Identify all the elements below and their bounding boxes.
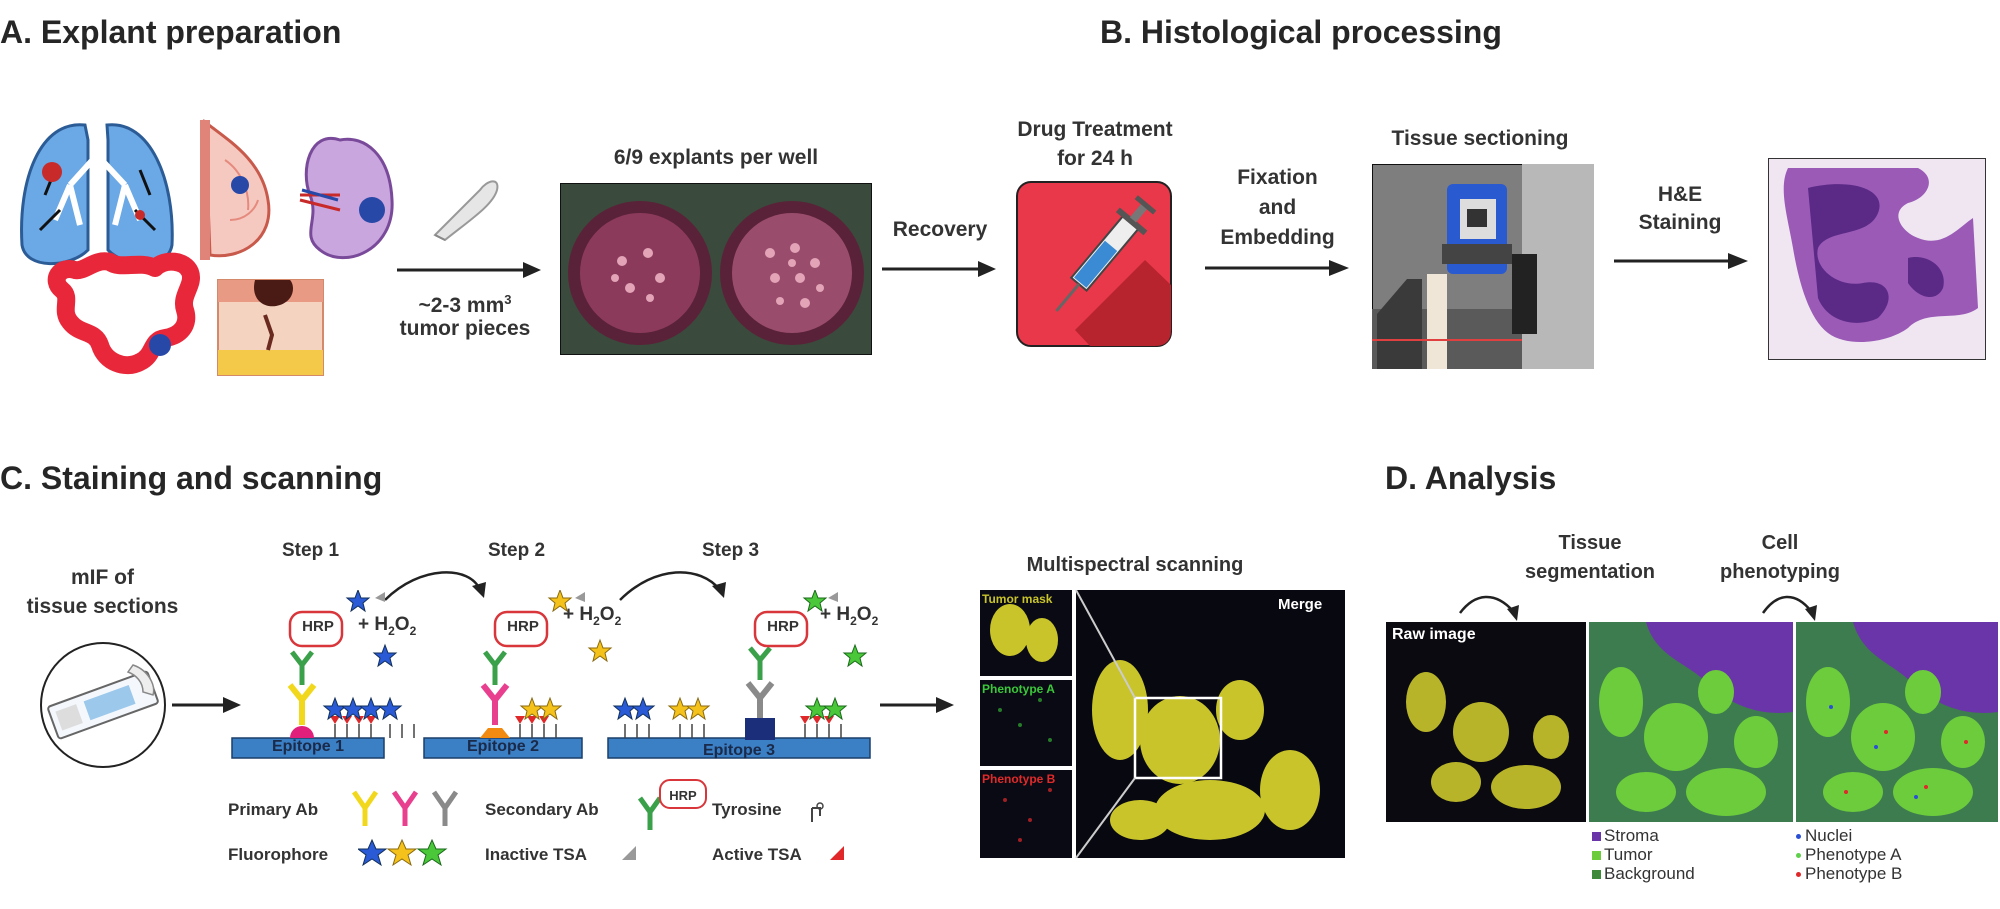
drug-treatment-line2: for 24 h bbox=[1057, 147, 1133, 170]
legend-tumor: Tumor bbox=[1592, 845, 1695, 864]
recovery-label: Recovery bbox=[892, 218, 988, 241]
panel-a-title: A. Explant preparation bbox=[0, 14, 342, 50]
segmentation-line1: Tissue bbox=[1558, 532, 1622, 554]
epitope-2-label: Epitope 2 bbox=[466, 738, 539, 755]
microscope-slide-icon bbox=[40, 642, 166, 768]
legend-active-tsa-icon bbox=[830, 846, 844, 860]
scan-tile-tumor-mask: Tumor mask bbox=[982, 592, 1053, 606]
colon-icon bbox=[47, 252, 200, 375]
syringe-icon bbox=[1016, 181, 1172, 347]
h2o2-label-3: + H2O2 bbox=[820, 604, 879, 628]
epitope-3-label: Epitope 3 bbox=[702, 742, 775, 759]
phenotyping-line2: phenotyping bbox=[1720, 561, 1840, 583]
legend-stroma: Stroma bbox=[1592, 826, 1695, 845]
drug-treatment-line1: Drug Treatment bbox=[1017, 118, 1173, 141]
raw-image-label: Raw image bbox=[1392, 626, 1476, 643]
step-transition-arrows bbox=[384, 571, 726, 601]
arrow-to-scanning bbox=[880, 697, 954, 713]
skin-icon bbox=[217, 279, 324, 376]
panel-c-title: C. Staining and scanning bbox=[0, 460, 383, 496]
tumor-pieces-label: tumor pieces bbox=[399, 317, 531, 340]
legend-background: Background bbox=[1592, 864, 1695, 883]
hrp-label-3: HRP bbox=[767, 618, 799, 635]
legend-nuclei: Nuclei bbox=[1796, 826, 1902, 845]
step-1-label: Step 1 bbox=[282, 540, 340, 561]
analysis-images bbox=[1386, 622, 1998, 822]
arrow-fixation bbox=[1205, 260, 1349, 276]
legend-primary-ab: Primary Ab bbox=[228, 800, 319, 819]
segmentation-legend: Stroma Tumor Background bbox=[1592, 826, 1695, 883]
scan-tile-phenotype-a: Phenotype A bbox=[982, 682, 1055, 696]
step-2-label: Step 2 bbox=[488, 540, 546, 561]
legend-phenotype-b: Phenotype B bbox=[1796, 864, 1902, 883]
he-line2: Staining bbox=[1638, 211, 1722, 234]
legend-tyrosine: Tyrosine bbox=[712, 800, 782, 819]
mif-line1: mIF of bbox=[71, 566, 134, 589]
hrp-label-1: HRP bbox=[302, 618, 334, 635]
legend-hrp-text: HRP bbox=[669, 788, 697, 803]
mif-line2: tissue sections bbox=[26, 595, 179, 618]
microtome-photo bbox=[1372, 164, 1594, 369]
arrow-he bbox=[1614, 253, 1748, 269]
scan-title: Multispectral scanning bbox=[1026, 554, 1244, 576]
fixation-line3: Embedding bbox=[1220, 226, 1335, 249]
legend-secondary-ab: Secondary Ab bbox=[485, 800, 599, 819]
panel-b-title: B. Histological processing bbox=[1100, 14, 1502, 50]
panel-d-title: D. Analysis bbox=[1385, 460, 1557, 496]
h2o2-label-1: + H2O2 bbox=[358, 614, 417, 638]
fixation-line2: and bbox=[1258, 196, 1297, 219]
piece-size-label: ~2-3 mm3 bbox=[418, 292, 512, 317]
legend-phenotype-a: Phenotype A bbox=[1796, 845, 1902, 864]
h2o2-label-2: + H2O2 bbox=[563, 604, 622, 628]
explant-wells-photo bbox=[560, 183, 872, 355]
legend-inactive-tsa-icon bbox=[622, 846, 636, 860]
legend-fluorophore-icons bbox=[358, 838, 448, 867]
legend-inactive-tsa: Inactive TSA bbox=[485, 845, 588, 864]
arrow-mif-to-steps bbox=[172, 697, 241, 713]
legend-fluorophore: Fluorophore bbox=[228, 845, 329, 864]
legend-active-tsa: Active TSA bbox=[712, 845, 802, 864]
step-3-label: Step 3 bbox=[702, 540, 760, 561]
scalpel-icon bbox=[433, 180, 499, 242]
legend-secondary-ab-icon: HRP bbox=[637, 779, 707, 830]
scan-tile-phenotype-b: Phenotype B bbox=[982, 772, 1056, 786]
arrow-pieces-to-wells bbox=[397, 262, 541, 278]
he-line1: H&E bbox=[1657, 183, 1703, 206]
well-label: 6/9 explants per well bbox=[613, 146, 819, 169]
kidney-icon bbox=[299, 136, 394, 260]
phenotyping-legend: Nuclei Phenotype A Phenotype B bbox=[1796, 826, 1902, 883]
segmentation-line2: segmentation bbox=[1524, 561, 1656, 583]
legend-tyrosine-icon bbox=[811, 802, 824, 822]
sectioning-label: Tissue sectioning bbox=[1391, 127, 1569, 150]
hrp-label-2: HRP bbox=[507, 618, 539, 635]
merge-label: Merge bbox=[1278, 596, 1323, 613]
organ-illustrations bbox=[20, 105, 394, 376]
fixation-line1: Fixation bbox=[1237, 166, 1318, 189]
epitope-1-label: Epitope 1 bbox=[271, 738, 344, 755]
lung-icon bbox=[20, 105, 174, 266]
he-stained-section bbox=[1768, 158, 1986, 360]
phenotyping-line1: Cell bbox=[1761, 532, 1799, 554]
tsa-staining-diagram bbox=[231, 590, 871, 759]
multispectral-scan-images bbox=[980, 590, 1345, 858]
legend-primary-ab-icons bbox=[351, 790, 459, 826]
analysis-curved-arrows bbox=[1459, 595, 1817, 621]
breast-icon bbox=[200, 118, 271, 260]
arrow-recovery bbox=[882, 261, 996, 277]
